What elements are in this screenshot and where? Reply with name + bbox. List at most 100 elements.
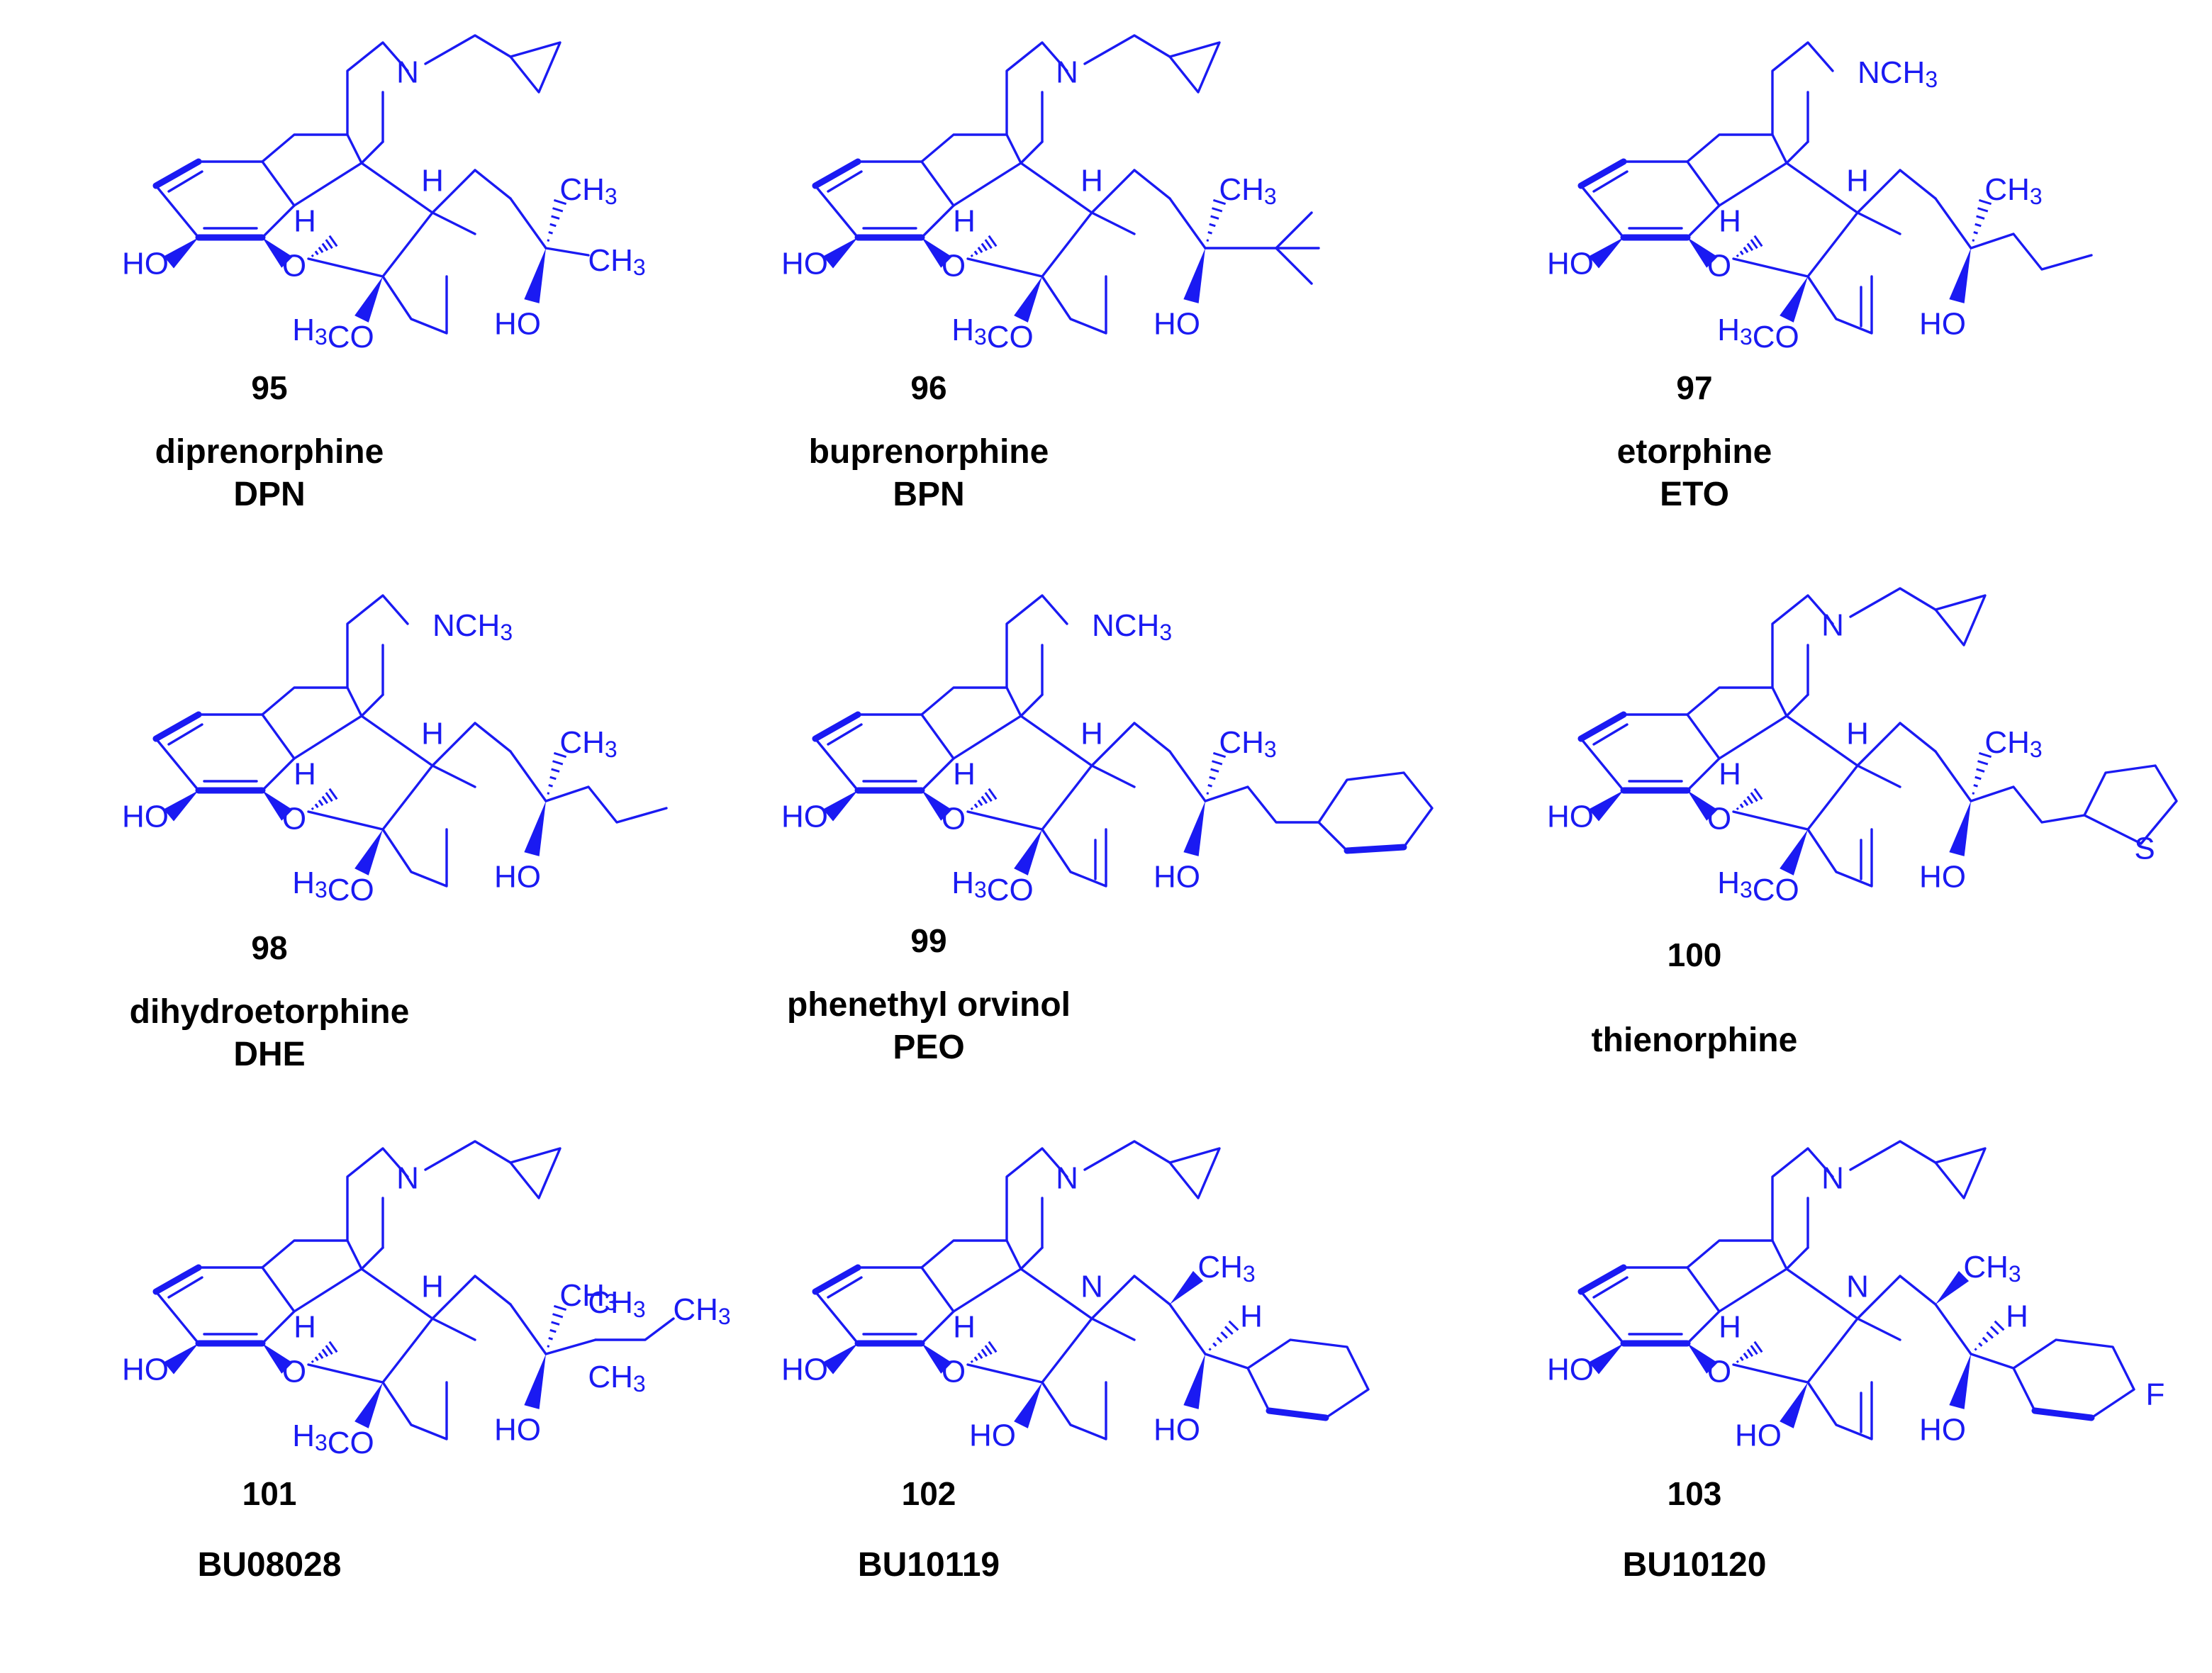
piperidine-ring: [1771, 41, 1834, 136]
phenol-wedge: [1588, 1343, 1624, 1375]
ring-bond: [1856, 764, 1901, 788]
furan-oxygen-label: O: [282, 1355, 306, 1389]
n-methylene-chain: [424, 1140, 512, 1171]
benzylic-chain: [1686, 133, 1788, 164]
benzylic-chain: [261, 133, 363, 164]
furan-wedge: [922, 790, 952, 821]
quaternary-bond: [544, 1338, 597, 1355]
benzylic-chain: [920, 1239, 1022, 1270]
aryl-bond: [1204, 1353, 1249, 1370]
bridge-ring: [1041, 828, 1107, 888]
c7-methyl-wedge: [1170, 1270, 1204, 1304]
propyl-chain: [1970, 233, 2093, 271]
compound-number: 98: [251, 929, 288, 966]
piperidine-ring: [1771, 1147, 1834, 1242]
side-chain-bond: [1168, 197, 1207, 250]
benzylic-chain: [261, 1239, 363, 1270]
cyclopropyl-ring: [509, 1147, 562, 1199]
piperidine-ring: [346, 41, 409, 136]
side-chain-bond: [509, 750, 547, 802]
cyclopropyl-ring: [509, 41, 562, 94]
ring-bond: [431, 722, 476, 767]
ring-bond: [1020, 140, 1044, 164]
hydrogen-label-c14: N: [1080, 1270, 1103, 1304]
hydrogen-label-c14: H: [1080, 164, 1103, 198]
phenol-oh-label: HO: [122, 800, 169, 834]
phenyl-ring: [1317, 771, 1434, 852]
aryl-bond: [1970, 1353, 2015, 1370]
fluorine-label: F: [2146, 1377, 2165, 1412]
methoxy-label: H3CO: [1717, 866, 1799, 907]
nmethyl-label: NCH3: [1092, 608, 1172, 646]
bridge-ring: [381, 1381, 448, 1440]
hydrogen-label-c14: H: [421, 164, 444, 198]
phenol-wedge: [163, 237, 199, 269]
carbinol-hydrogen-label: H: [1240, 1299, 1263, 1334]
methyl-hash: [1972, 751, 1992, 795]
benzylic-chain: [261, 686, 363, 717]
piperidine-ring: [1005, 41, 1068, 136]
methoxy-wedge: [354, 1382, 383, 1428]
c5-hash: [311, 235, 338, 257]
hydroxyl-wedge: [524, 801, 546, 856]
bridge-ring: [1041, 1381, 1107, 1440]
ring-bond: [1785, 140, 1809, 164]
phenyl-bold-bond: [1266, 1407, 1329, 1421]
c5-hash: [311, 1341, 338, 1363]
bridge-bond: [1020, 715, 1093, 767]
aromatic-double-bond: [1592, 723, 1629, 746]
sulfur-label: S: [2134, 832, 2155, 866]
bridge-bond: [1020, 162, 1093, 214]
compound-number: 100: [1667, 936, 1722, 973]
furan-oxygen-label: O: [282, 249, 306, 284]
aromatic-double-bond: [827, 170, 863, 193]
compound-name: etorphine: [1616, 433, 1772, 471]
nitrogen-label: N: [1056, 1161, 1078, 1196]
c7-methyl-label: CH3: [1197, 1250, 1255, 1287]
carbinol-h-hash: [1974, 1320, 2005, 1351]
c-ring: [307, 764, 434, 831]
ring-bond: [1899, 1275, 1937, 1306]
ring-bond: [1785, 1246, 1809, 1270]
methyl-label: CH3: [1984, 172, 2042, 210]
nitrogen-label: N: [1821, 1161, 1844, 1196]
methoxy-label: HO: [969, 1419, 1016, 1453]
compound-name: diprenorphine: [155, 433, 384, 471]
hydrogen-label-c14: H: [1080, 717, 1103, 751]
methyl-label: CH3: [1219, 172, 1276, 210]
quaternary-bond: [293, 162, 363, 207]
quaternary-bond: [293, 1268, 363, 1313]
aromatic-bold-bond: [812, 158, 861, 189]
compound-number: 96: [910, 369, 947, 406]
hydroxyl-wedge: [1183, 1354, 1205, 1409]
phenol-oh-label: HO: [781, 800, 828, 834]
gem-methyl-label: CH3: [588, 1360, 645, 1397]
ring-bond: [1090, 1317, 1136, 1341]
ring-bond: [1856, 722, 1901, 767]
hydrogen-label-c5: H: [294, 1310, 316, 1345]
tbutyl-methyl: [1275, 211, 1313, 250]
methyl-label: CH3: [559, 1278, 617, 1316]
carbinol-hydroxyl-label: HO: [494, 1413, 541, 1448]
furan-wedge: [922, 237, 952, 268]
furan-wedge: [1687, 237, 1718, 268]
nitrogen-label: N: [1056, 55, 1078, 90]
hydroxyl-wedge: [1949, 801, 1971, 856]
methyl-label: CH3: [559, 172, 617, 210]
thiophene-ring: [2083, 764, 2178, 845]
ring-bond: [1856, 169, 1901, 214]
c-ring: [307, 211, 434, 278]
bridge-ring: [1806, 828, 1873, 888]
second-methyl-label: CH3: [588, 243, 645, 281]
quaternary-bond: [952, 1268, 1022, 1313]
methyl-bond: [544, 247, 590, 257]
furan-oxygen-label: O: [942, 802, 966, 836]
ring-bond: [360, 1246, 384, 1270]
hydroxyl-wedge: [1183, 248, 1205, 303]
aromatic-double-bond: [167, 170, 203, 193]
